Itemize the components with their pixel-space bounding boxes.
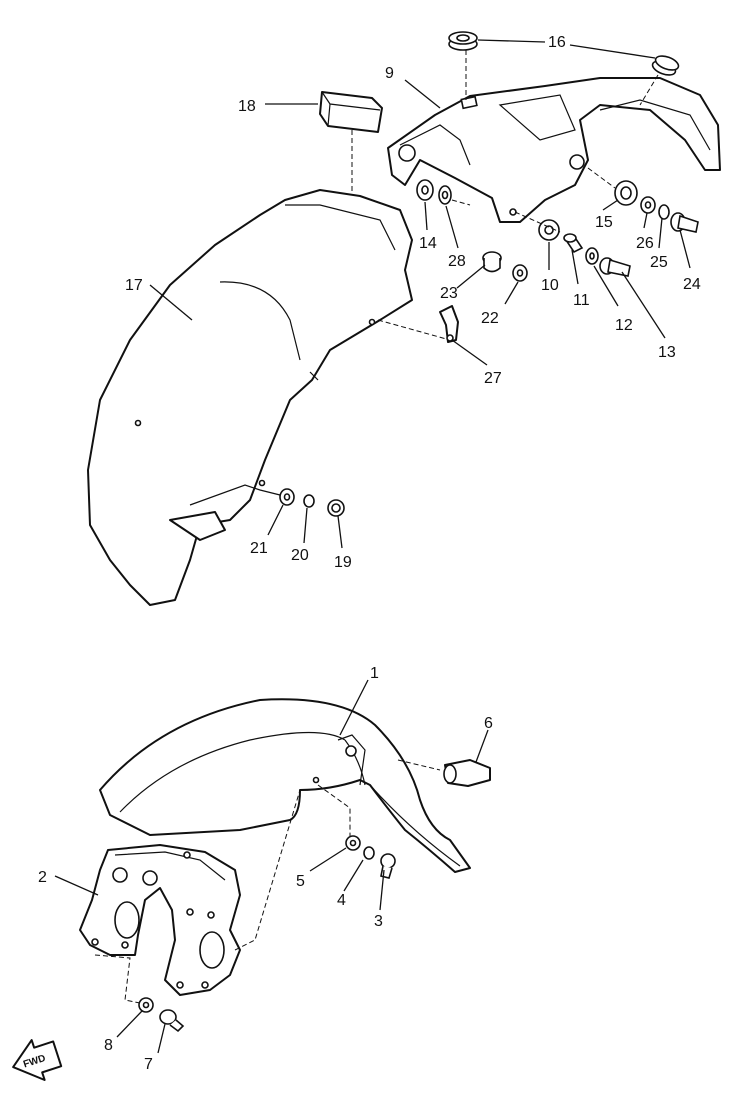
callout-numbers: 16 9 18 17 14 28 10 11 12 13 23 22 27 15… bbox=[38, 34, 701, 1073]
grommet-16-right bbox=[651, 55, 680, 76]
callout-10: 10 bbox=[541, 277, 559, 294]
callout-27: 27 bbox=[484, 370, 502, 387]
lock-washer-20 bbox=[303, 494, 315, 508]
callout-16: 16 bbox=[548, 34, 566, 51]
callout-8: 8 bbox=[104, 1037, 113, 1054]
bolt-24 bbox=[670, 212, 699, 233]
bolt-19 bbox=[327, 499, 345, 517]
bolt-13 bbox=[599, 257, 631, 277]
callout-2: 2 bbox=[38, 869, 47, 886]
callout-14: 14 bbox=[419, 235, 437, 252]
callout-15: 15 bbox=[595, 214, 613, 231]
callout-3: 3 bbox=[374, 913, 383, 930]
washer-26 bbox=[640, 196, 656, 214]
callout-26: 26 bbox=[636, 235, 654, 252]
callout-7: 7 bbox=[144, 1056, 153, 1073]
washer-8 bbox=[138, 997, 154, 1013]
callout-4: 4 bbox=[337, 892, 346, 909]
forward-arrow-icon: FWD bbox=[12, 1039, 63, 1081]
bolt-3 bbox=[380, 853, 396, 879]
callout-13: 13 bbox=[658, 344, 676, 361]
washer-12 bbox=[585, 247, 599, 265]
callout-22: 22 bbox=[481, 310, 499, 327]
callout-23: 23 bbox=[440, 285, 458, 302]
grommet-16-left bbox=[448, 31, 478, 51]
callout-12: 12 bbox=[615, 317, 633, 334]
callout-20: 20 bbox=[291, 547, 309, 564]
collar-bolt-23 bbox=[482, 251, 502, 273]
callout-6: 6 bbox=[484, 715, 493, 732]
callout-24: 24 bbox=[683, 276, 701, 293]
washer-21 bbox=[279, 488, 295, 506]
front-fender bbox=[99, 698, 471, 873]
bolt-7 bbox=[159, 1009, 185, 1033]
callout-21: 21 bbox=[250, 540, 268, 557]
rear-fender-bracket bbox=[387, 77, 721, 223]
lock-washer-4 bbox=[363, 846, 375, 860]
clip-27 bbox=[439, 305, 459, 343]
collar-11 bbox=[563, 233, 584, 254]
callout-17: 17 bbox=[125, 277, 143, 294]
front-reflector bbox=[443, 759, 491, 787]
callout-19: 19 bbox=[334, 554, 352, 571]
lock-washer-25 bbox=[658, 204, 670, 220]
reflector-block bbox=[319, 91, 383, 133]
callout-9: 9 bbox=[385, 65, 394, 82]
callout-18: 18 bbox=[238, 98, 256, 115]
washer-22 bbox=[512, 264, 528, 282]
washer-5 bbox=[345, 835, 361, 851]
callout-11: 11 bbox=[573, 292, 590, 309]
rear-fender bbox=[87, 189, 413, 606]
grommet-15 bbox=[614, 180, 638, 206]
fender-stay bbox=[79, 844, 241, 996]
grommet-10 bbox=[538, 219, 560, 241]
callout-25: 25 bbox=[650, 254, 668, 271]
callout-1: 1 bbox=[370, 665, 379, 682]
callout-28: 28 bbox=[448, 253, 466, 270]
washer-28 bbox=[438, 185, 452, 205]
leader-lines bbox=[54, 39, 691, 1054]
callout-5: 5 bbox=[296, 873, 305, 890]
nut-14 bbox=[416, 179, 434, 201]
